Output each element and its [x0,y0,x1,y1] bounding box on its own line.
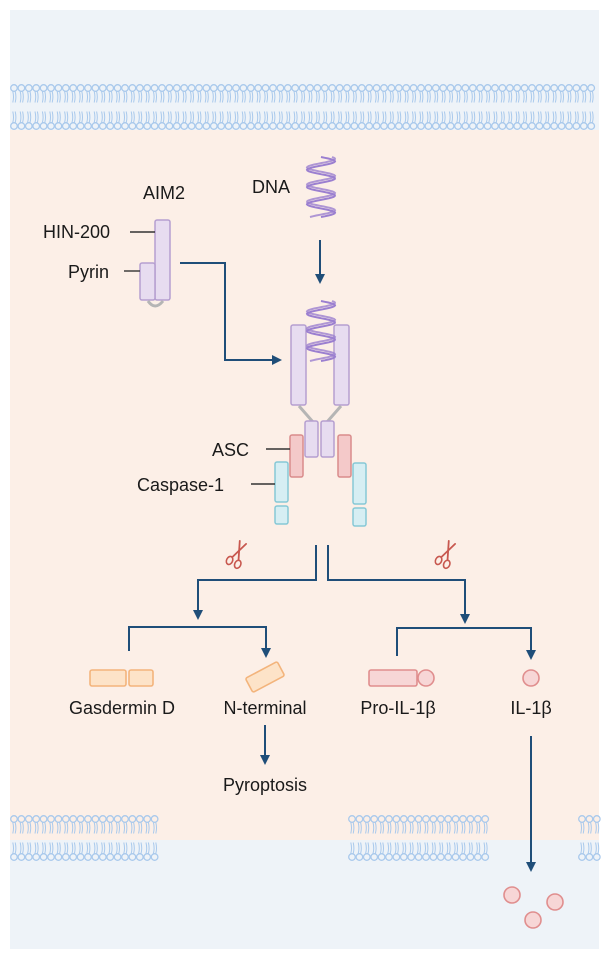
pro-il1b-protein [368,669,435,687]
asc-right [337,434,352,478]
bound-dna-icon [305,300,337,362]
label-hin200: HIN-200 [43,222,110,242]
complex-linker-right [325,405,343,423]
label-pyroptosis: Pyroptosis [223,775,307,795]
gasdermin-d-n-domain [89,669,127,687]
complex-hin200-left [290,324,307,406]
label-dna: DNA [252,177,290,197]
label-caspase1: Caspase-1 [137,475,224,495]
label-pro-il1b: Pro-IL-1β [360,698,435,718]
extracellular-bottom [10,840,599,949]
arrow-il1b-cleavage [396,627,536,660]
aim2-hin200-domain [154,219,171,301]
arrow-caspase-to-gasdermin [193,545,317,620]
cytoplasm [10,130,599,848]
gasdermin-d-c-domain [128,669,154,687]
bottom-membrane-left [10,815,159,861]
arrow-gasdermin-cleavage [128,626,271,658]
asc-left [289,434,304,478]
released-il1b-1 [503,886,521,904]
dna-helix-icon [305,156,337,218]
scissors-icon [434,540,457,570]
n-terminal-shape [245,661,285,693]
released-il1b [503,886,564,929]
aim2-inflammasome-complex [251,300,367,527]
arrow-aim2-to-complex [180,262,282,365]
released-il1b-2 [546,893,564,911]
released-il1b-3 [524,911,542,929]
n-terminal-fragment [245,661,285,693]
scissors-icon [225,540,248,570]
label-gasdermin-d: Gasdermin D [69,698,175,718]
label-il1b: IL-1β [510,698,551,718]
label-aim2: AIM2 [143,183,185,203]
complex-pyrin-left [304,420,319,458]
complex-linker-left [297,405,315,423]
caspase1-right-small [352,507,367,527]
label-asc: ASC [212,440,249,460]
arrow-caspase-to-il1b [327,545,470,624]
top-membrane [10,84,596,130]
complex-pyrin-right [320,420,335,458]
aim2-inactive [124,219,171,308]
aim2-pyrin-domain [139,262,156,301]
aim2-linker [146,300,165,308]
gasdermin-d-protein [89,669,154,687]
label-pyrin: Pyrin [68,262,109,282]
pro-il1b-prodomain [368,669,418,687]
bottom-membrane-middle [348,815,490,861]
bottom-membrane-right [578,815,601,861]
pro-il1b-mature-domain [417,669,435,687]
complex-hin200-right [333,324,350,406]
caspase1-right-large [352,462,367,505]
il1b-molecule [522,669,540,687]
caspase1-left-large [274,461,289,503]
caspase1-left-small [274,505,289,525]
label-n-terminal: N-terminal [223,698,306,718]
